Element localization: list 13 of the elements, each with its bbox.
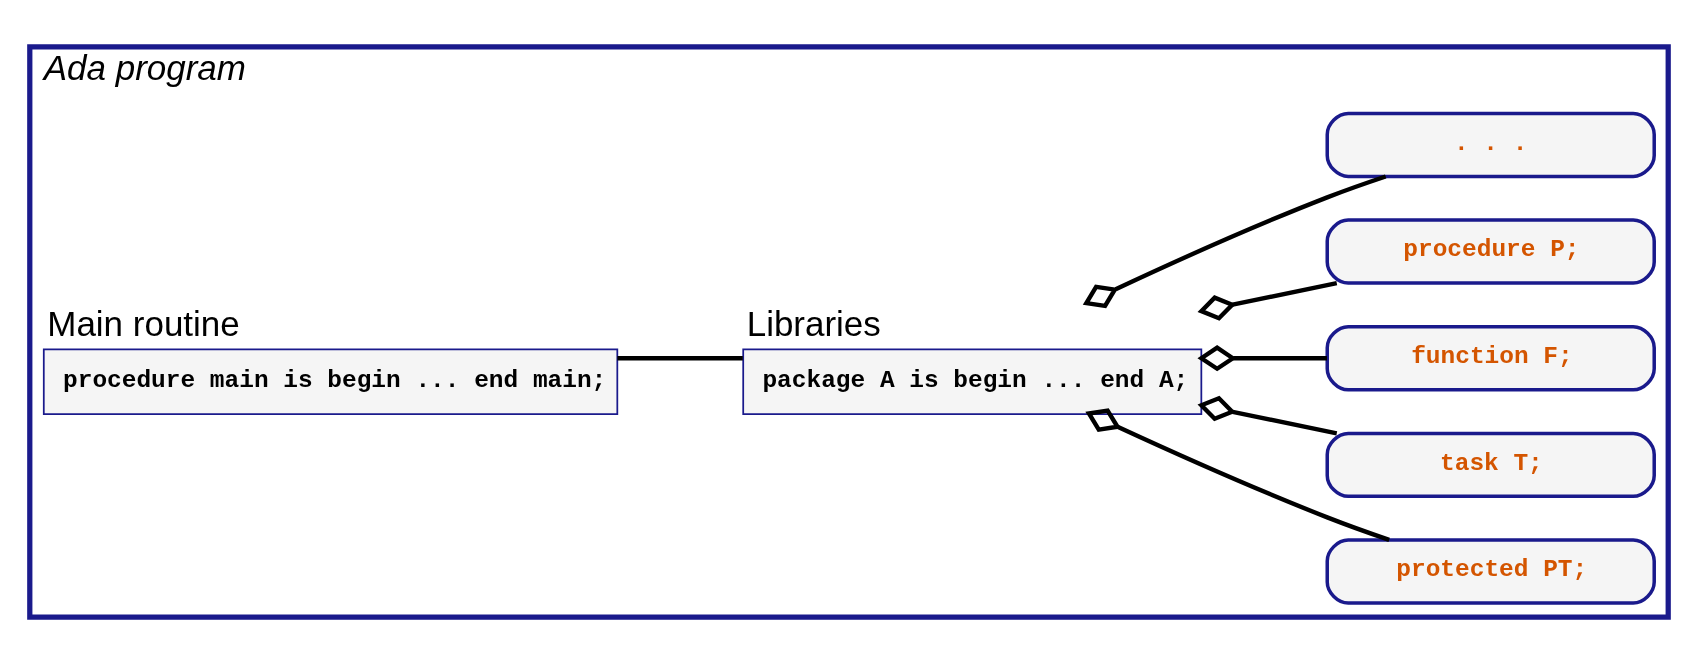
connector — [1082, 173, 1387, 308]
node-box: task T; — [1325, 431, 1656, 498]
node-label: Main routine — [47, 303, 240, 342]
connector — [1197, 280, 1338, 321]
node-box: function F; — [1325, 324, 1656, 391]
connector — [1197, 344, 1327, 371]
connector — [1197, 395, 1338, 435]
node-box: procedure P; — [1325, 217, 1656, 285]
node-label: Libraries — [746, 303, 881, 342]
node-box: protected PT; — [1325, 537, 1656, 605]
connector — [617, 355, 743, 360]
node-box: . . . — [1325, 111, 1656, 178]
connector — [1085, 407, 1390, 542]
